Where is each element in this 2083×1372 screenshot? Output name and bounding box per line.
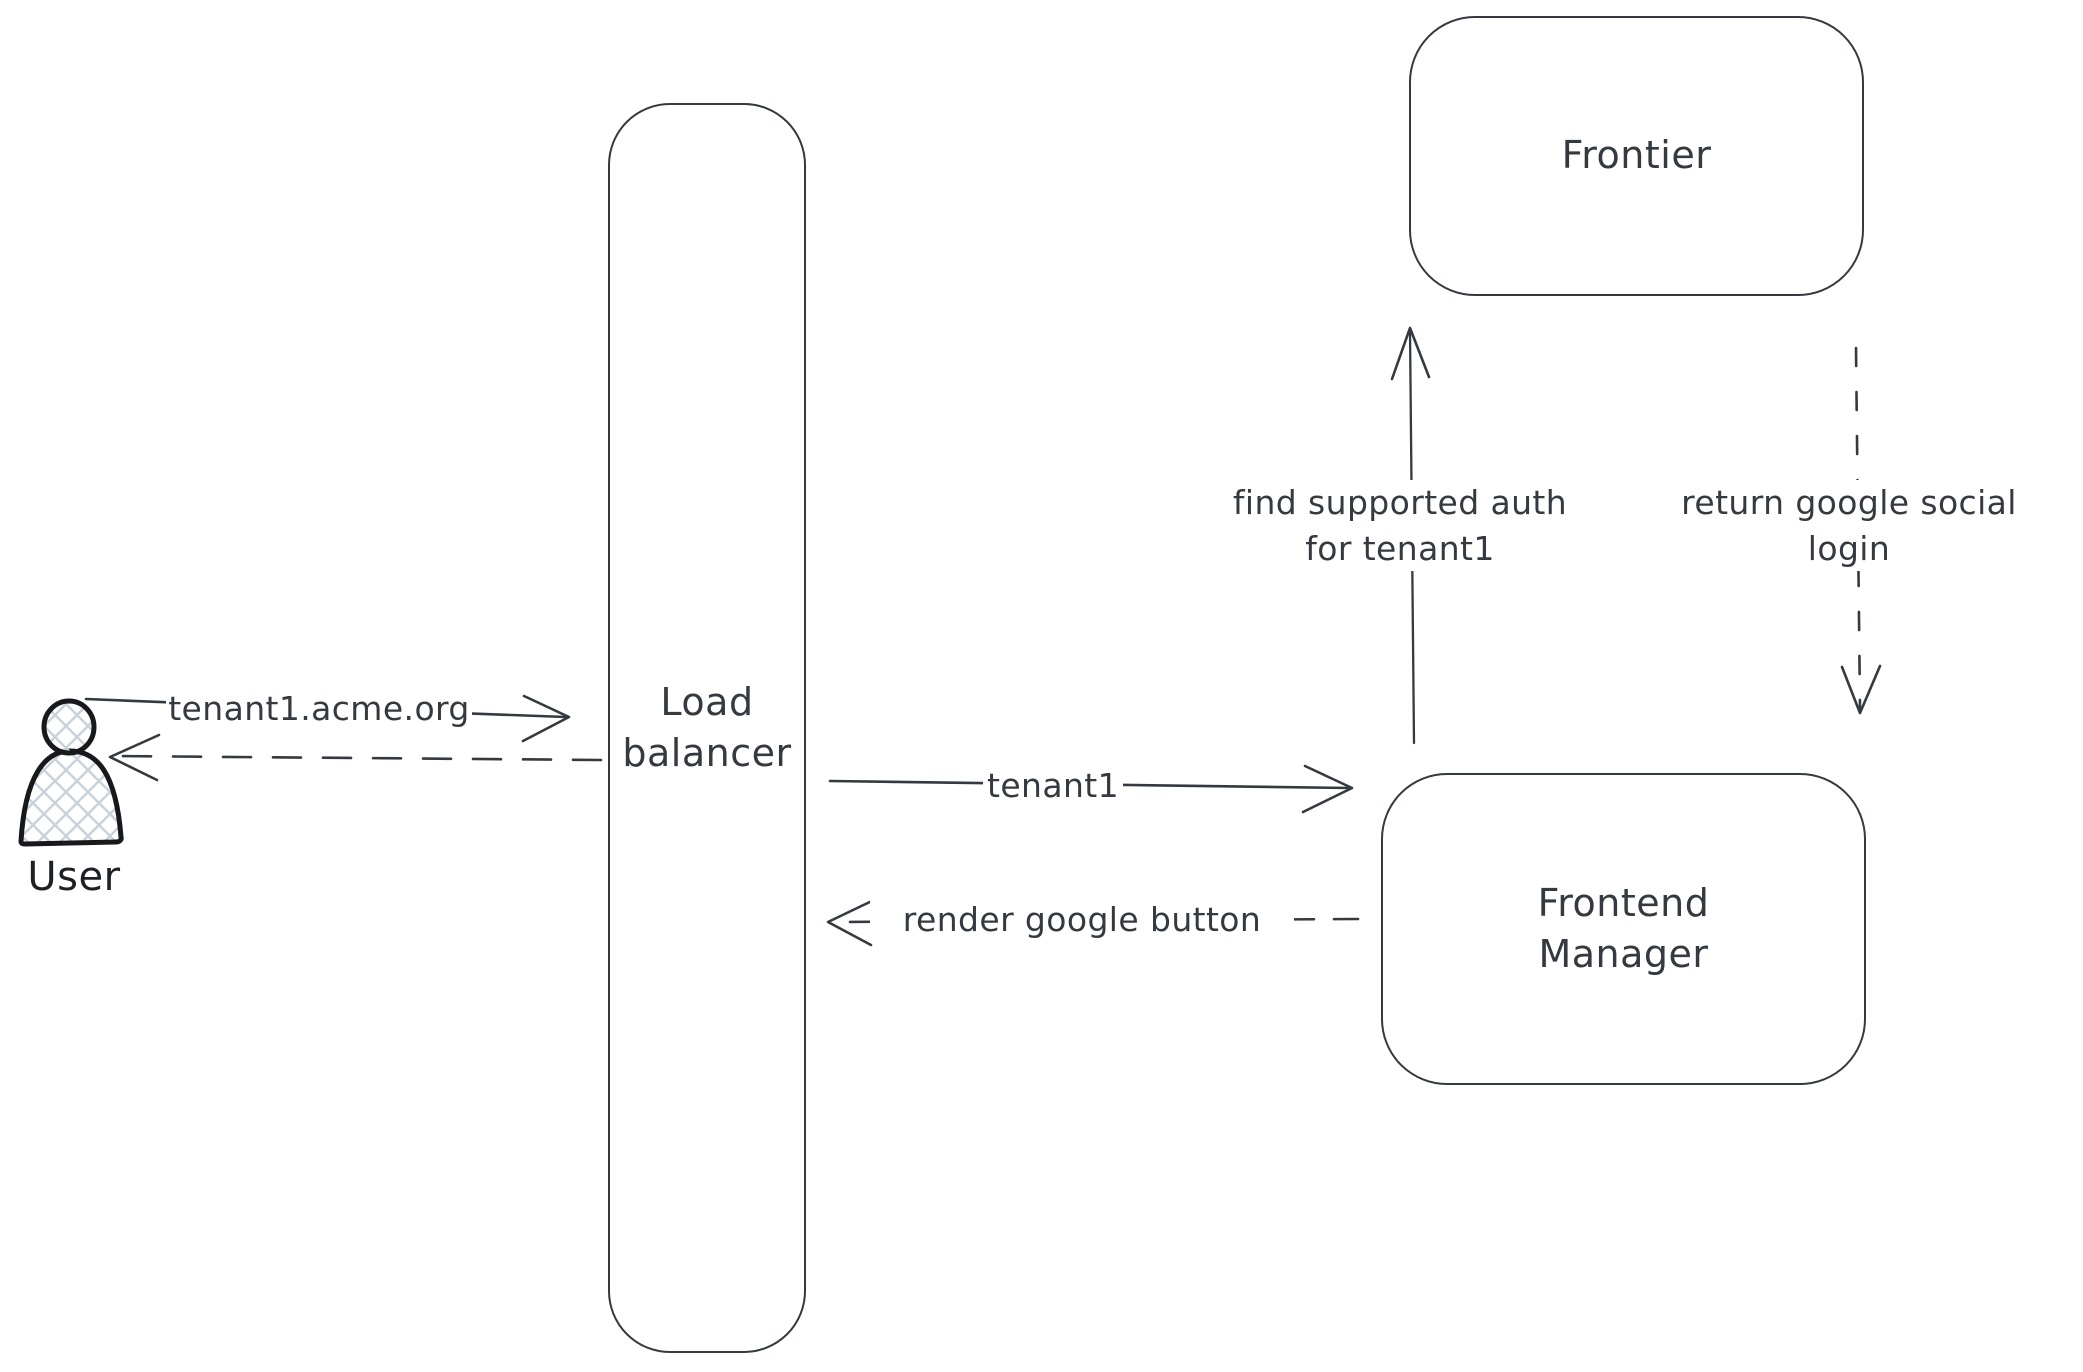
node-load-balancer: Load balancer bbox=[608, 103, 806, 1353]
edge-label-tenant1-acme-org: tenant1.acme.org bbox=[166, 686, 472, 732]
frontend-manager-label: Frontend Manager bbox=[1537, 880, 1710, 976]
user-actor-icon bbox=[18, 698, 124, 847]
arrowhead-up-icon bbox=[1390, 326, 1431, 381]
arrowhead-left-icon bbox=[826, 897, 878, 947]
edge-label-tenant1: tenant1 bbox=[983, 763, 1123, 809]
arrowhead-left-icon bbox=[108, 733, 161, 782]
load-balancer-label: Load balancer bbox=[622, 679, 792, 775]
node-frontier: Frontier bbox=[1409, 16, 1864, 296]
arrowhead-right-icon bbox=[1301, 764, 1354, 814]
node-frontend-manager: Frontend Manager bbox=[1381, 773, 1866, 1085]
arrow-load-balancer-to-user bbox=[108, 733, 603, 782]
edge-label-find-supported-auth: find supported auth for tenant1 bbox=[1208, 480, 1592, 572]
edge-label-return-google-social-login: return google social login bbox=[1651, 480, 2047, 572]
frontier-label: Frontier bbox=[1561, 133, 1712, 178]
user-body-shape bbox=[18, 748, 124, 847]
arrowhead-down-icon bbox=[1840, 664, 1882, 715]
user-head-shape bbox=[41, 698, 97, 756]
arrowhead-right-icon bbox=[521, 694, 571, 743]
arrow-line bbox=[111, 754, 603, 762]
edge-label-render-google-button: render google button bbox=[870, 897, 1294, 943]
user-label: User bbox=[27, 854, 121, 900]
